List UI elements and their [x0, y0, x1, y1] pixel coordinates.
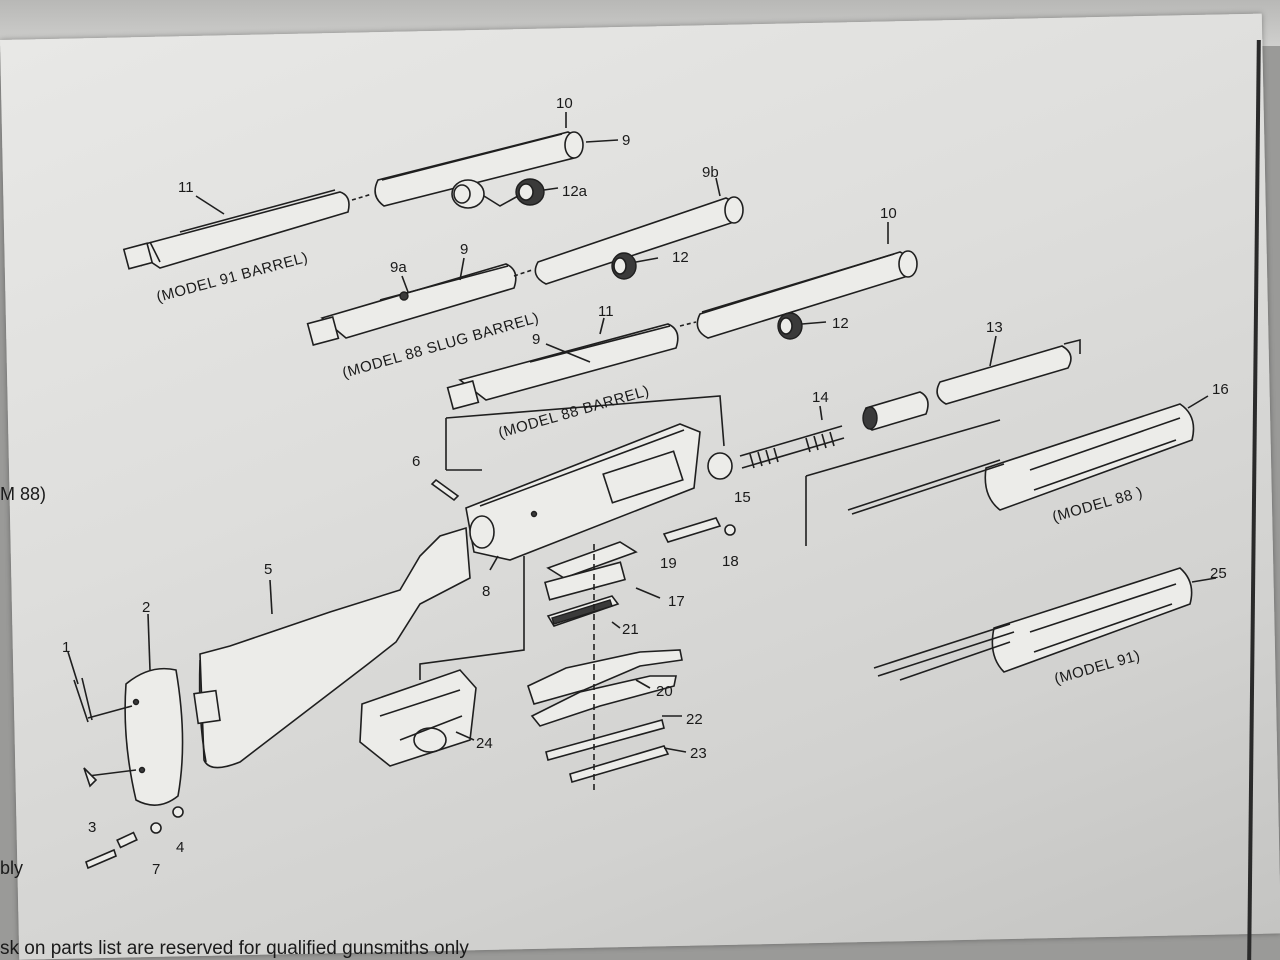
label-14: 14: [812, 389, 829, 406]
magazine-follower: [862, 391, 929, 431]
choke-12-88: [777, 312, 827, 340]
label-11-top: 11: [178, 179, 194, 196]
choke-ring-12a: [451, 178, 559, 209]
trigger-bracket: [419, 556, 525, 680]
leader-lines: [67, 112, 1217, 753]
part-17: [544, 541, 638, 601]
label-10-top: 10: [556, 95, 573, 112]
label-9-88: 9: [532, 331, 540, 348]
magazine-spring-14: [739, 425, 845, 469]
label-9-slug: 9: [460, 241, 468, 258]
part-21: [546, 595, 620, 627]
forend-model-88: [805, 403, 1195, 546]
action-bars-20: [527, 649, 683, 727]
screws-1: [73, 677, 137, 788]
choke-12-slug: [611, 252, 659, 280]
label-9-top: 9: [622, 132, 630, 149]
label-12-slug: 12: [672, 249, 689, 266]
model-88-barrel-front: [679, 250, 918, 339]
label-12-88: 12: [832, 315, 849, 332]
magazine-cap-15: [707, 452, 733, 480]
slide-part-19: [662, 517, 736, 543]
label-15: 15: [734, 489, 751, 506]
label-23: 23: [690, 745, 707, 762]
magazine-tube-13: [936, 338, 1081, 405]
forend-model-91: [873, 567, 1193, 681]
model-91-barrel-rear: [122, 189, 350, 270]
buttstock-5: [193, 526, 471, 769]
label-17: 17: [668, 593, 685, 610]
label-6: 6: [412, 453, 420, 470]
buttplate-2: [124, 667, 184, 806]
label-10-mid: 10: [880, 205, 897, 222]
side-text-assembly: bly: [0, 858, 24, 878]
label-5: 5: [264, 561, 272, 578]
side-text-model: M 88): [0, 484, 47, 504]
trigger-group-24: [359, 669, 477, 767]
label-4: 4: [176, 839, 184, 856]
label-7: 7: [152, 861, 160, 878]
model-91-barrel-front: [351, 131, 584, 207]
receiver: [465, 423, 701, 561]
label-8: 8: [482, 583, 490, 600]
label-21: 21: [622, 621, 639, 638]
label-22: 22: [686, 711, 703, 728]
label-16: 16: [1212, 381, 1229, 398]
label-3: 3: [88, 819, 96, 836]
label-12a: 12a: [562, 183, 588, 200]
label-19: 19: [660, 555, 677, 572]
pin-6: [430, 478, 460, 502]
model-88-slug-barrel-front: [513, 196, 744, 285]
label-1: 1: [62, 639, 70, 656]
label-20: 20: [656, 683, 673, 700]
parts-22-23: [545, 719, 670, 784]
label-2: 2: [142, 599, 150, 616]
model-88-slug-barrel-rear: [306, 263, 517, 346]
label-24: 24: [476, 735, 493, 752]
barrel-bracket: [445, 395, 725, 471]
label-9b: 9b: [702, 164, 719, 181]
label-25: 25: [1210, 565, 1227, 582]
label-11-88: 11: [598, 303, 614, 320]
caption-model-91: (MODEL 91): [1052, 647, 1142, 688]
label-9a: 9a: [390, 259, 407, 276]
label-18: 18: [722, 553, 739, 570]
model-88-barrel-rear: [446, 323, 679, 410]
label-13: 13: [986, 319, 1003, 336]
hardware-3-4-7: [85, 806, 184, 870]
caption-model-88: (MODEL 88 ): [1050, 484, 1144, 526]
footer-note: sk on parts list are reserved for qualif…: [0, 938, 469, 959]
